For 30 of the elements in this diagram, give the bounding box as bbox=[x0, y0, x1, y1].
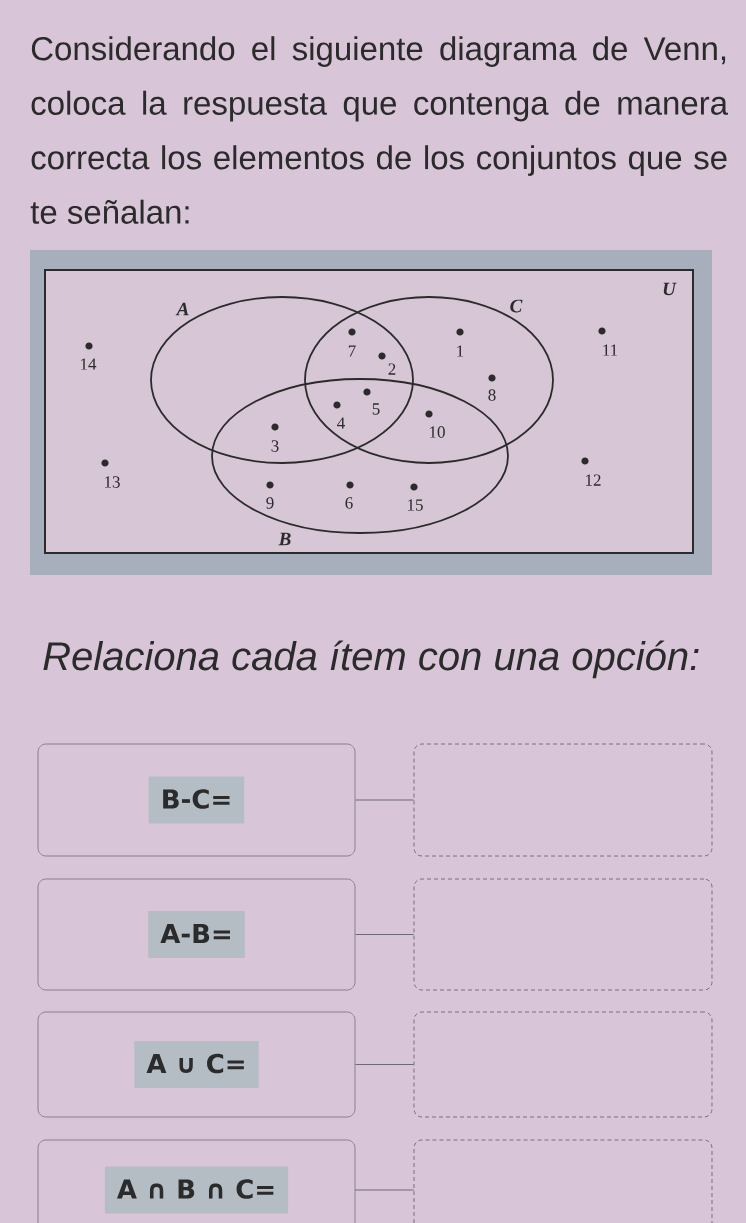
connector-line bbox=[355, 799, 415, 801]
item-box: A ∩ B ∩ C= bbox=[37, 1139, 356, 1223]
element-number: 13 bbox=[105, 476, 120, 488]
element-number: 6 bbox=[345, 497, 353, 509]
answer-box bbox=[413, 1011, 713, 1118]
connector-line bbox=[354, 1189, 415, 1191]
element-number: 5 bbox=[372, 403, 380, 415]
element-number: 11 bbox=[603, 344, 618, 356]
item-box: B-C= bbox=[37, 743, 356, 857]
element-number: 2 bbox=[388, 363, 396, 375]
element-number: 3 bbox=[271, 440, 279, 452]
answer-box bbox=[413, 1139, 713, 1223]
instruction-text: Relaciona cada ítem con una opción: bbox=[43, 640, 699, 679]
item-box: A-B= bbox=[37, 878, 356, 991]
element-number: 12 bbox=[586, 474, 601, 486]
instruction-text: Considerando el siguiente diagrama de Venn, coloca la respuesta que contenga de manera correcta los elementos de los conjuntos que se te señalan: bbox=[30, 36, 729, 224]
answer-box bbox=[413, 878, 713, 991]
node-label: B bbox=[278, 532, 291, 546]
element-number: 7 bbox=[348, 345, 356, 357]
element-number: 8 bbox=[488, 389, 496, 401]
connector-line bbox=[355, 934, 415, 935]
item-box: A ∪ C= bbox=[37, 1011, 356, 1118]
element-number: 14 bbox=[81, 358, 97, 370]
answer-box bbox=[413, 743, 713, 857]
element-number: 10 bbox=[430, 426, 445, 438]
element-number: 4 bbox=[337, 417, 345, 429]
connector-line bbox=[355, 1064, 415, 1065]
element-number: 1 bbox=[457, 345, 464, 357]
element-number: 15 bbox=[408, 499, 423, 511]
element-number: 9 bbox=[266, 497, 274, 509]
